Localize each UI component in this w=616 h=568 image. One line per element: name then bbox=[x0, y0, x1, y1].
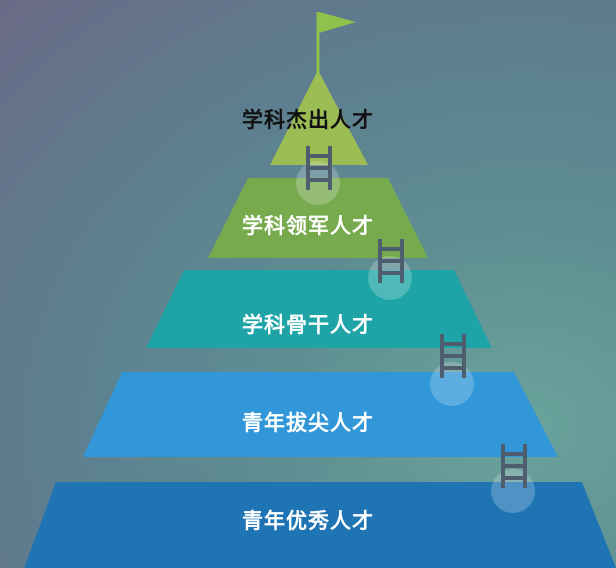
tier-shape-young-top bbox=[83, 372, 558, 457]
ladder-icon bbox=[501, 444, 527, 488]
tier-label-young-top: 青年拔尖人才 bbox=[242, 411, 374, 435]
ladder-icon bbox=[378, 239, 404, 283]
tier-shape-outstanding bbox=[270, 70, 368, 165]
tier-shape-young-excellent bbox=[24, 482, 616, 568]
tier-label-backbone: 学科骨干人才 bbox=[242, 313, 374, 337]
ladder-glow bbox=[491, 469, 535, 513]
tier-label-leading: 学科领军人才 bbox=[242, 214, 374, 238]
tier-shape-leading bbox=[208, 178, 428, 258]
tier-label-young-excellent: 青年优秀人才 bbox=[242, 509, 374, 533]
ladder-icon bbox=[440, 334, 466, 378]
tier-label-outstanding: 学科杰出人才 bbox=[242, 108, 374, 132]
ladder-icon bbox=[306, 146, 332, 190]
flag-icon bbox=[316, 12, 356, 74]
tier-shape-backbone bbox=[146, 270, 492, 348]
